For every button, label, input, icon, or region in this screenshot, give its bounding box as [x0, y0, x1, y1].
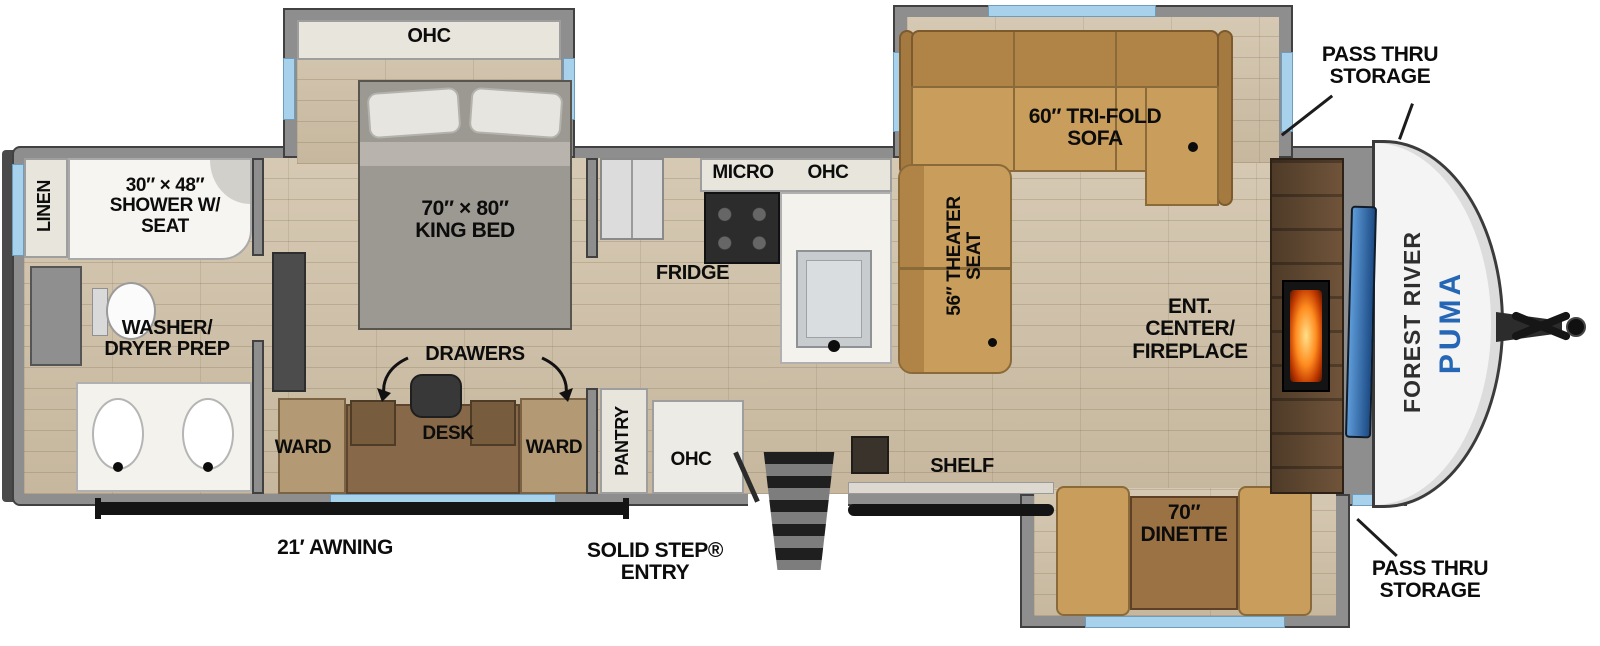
- desk-chair: [410, 374, 462, 418]
- awning-bar-end-right: [623, 498, 629, 519]
- ward-left-label: WARD: [274, 437, 332, 458]
- sofa-label: 60″ TRI-FOLD SOFA: [1028, 105, 1162, 151]
- pass-thru-bottom-label: PASS THRU STORAGE: [1371, 557, 1489, 603]
- sofa-slide-window-right: [1281, 52, 1293, 132]
- awning-bar: [95, 502, 629, 515]
- sofa-armrest-right: [1217, 30, 1233, 206]
- hitch-coupler: [1566, 317, 1586, 337]
- pass-thru-top-label: PASS THRU STORAGE: [1321, 43, 1439, 89]
- washer-dryer-label: WASHER/ DRYER PREP: [104, 317, 230, 361]
- dinette-slide-window-bottom: [1085, 616, 1285, 628]
- model-label: PUMA: [1434, 269, 1467, 375]
- fridge-label: FRIDGE: [655, 262, 730, 284]
- drawer-stack-right: [470, 400, 516, 446]
- desk-label: DESK: [422, 423, 474, 444]
- entry-steps: [763, 452, 835, 570]
- theater-seat-label: 56″ THEATER SEAT: [944, 196, 986, 316]
- fireplace-glow: [1290, 290, 1322, 382]
- entry-awning-bar: [848, 504, 1054, 516]
- bedroom-wall-lower: [586, 388, 598, 494]
- shelf-label: SHELF: [930, 455, 994, 477]
- bath-wall-lower: [252, 340, 264, 494]
- linen-label: LINEN: [34, 180, 54, 233]
- dinette-bench-right: [1238, 486, 1312, 616]
- pass-thru-bottom-line: [1356, 517, 1398, 558]
- drawers-arrows-icon: [377, 356, 573, 402]
- shower: [68, 158, 252, 260]
- sofa-slide-window-top: [988, 5, 1156, 17]
- stove: [704, 192, 780, 264]
- shower-label: 30″ × 48″ SHOWER W/ SEAT: [109, 175, 221, 237]
- kitchen-overhead-band: [700, 158, 892, 192]
- bed-pillow-right: [468, 86, 564, 140]
- fridge-door-line: [631, 160, 633, 238]
- pantry-label: PANTRY: [612, 406, 632, 476]
- storage-cube: [851, 436, 889, 474]
- sofa-back: [911, 30, 1219, 88]
- ohc-bottom-label: OHC: [670, 449, 712, 470]
- sofa-seat: [911, 86, 1147, 172]
- sofa-cushion-line-1: [1013, 32, 1015, 170]
- pantry-cabinet: [600, 388, 648, 494]
- wardrobe-left: [278, 398, 346, 494]
- washer-dryer-closet: [30, 266, 82, 366]
- vanity-sink-left: [92, 398, 144, 470]
- bedroom-overhead-cabinet: [297, 20, 561, 60]
- dinette-bench-left: [1056, 486, 1130, 616]
- brand-label: FOREST RIVER: [1399, 231, 1425, 413]
- kitchen-sink-basin: [806, 260, 862, 338]
- ward-right-label: WARD: [525, 437, 583, 458]
- faucet-left-icon: [113, 462, 123, 472]
- bath-wall-upper: [252, 158, 264, 256]
- awning-label: 21′ AWNING: [277, 536, 393, 559]
- linen-closet: [24, 158, 68, 258]
- sofa-chaise: [1145, 86, 1219, 206]
- vanity-sink-right: [182, 398, 234, 470]
- toilet-bowl: [106, 282, 156, 340]
- bed-pillow-left: [366, 86, 462, 140]
- drawer-stack-left: [350, 400, 396, 446]
- micro-label: MICRO: [712, 162, 774, 183]
- bedside-cabinet: [272, 252, 306, 392]
- bed-sheet-band: [360, 142, 570, 166]
- ohc-top-label: OHC: [807, 162, 849, 183]
- ohc-bedroom-label: OHC: [407, 25, 451, 47]
- sofa-recline-dot: [1188, 142, 1198, 152]
- sofa-cushion-line-2: [1115, 32, 1117, 170]
- entry-label: SOLID STEP® ENTRY: [587, 539, 723, 585]
- dinette-label: 70″ DINETTE: [1140, 501, 1228, 547]
- pass-thru-top-line-2: [1398, 103, 1414, 140]
- entry-cabinet: [652, 400, 744, 494]
- awning-bar-end-left: [95, 498, 101, 519]
- theater-recline-dot: [988, 338, 997, 347]
- dinette-table: [1130, 496, 1238, 610]
- bedroom-wall-upper: [586, 158, 598, 258]
- faucet-right-icon: [203, 462, 213, 472]
- bathroom-window: [12, 164, 24, 256]
- kitchen-faucet-icon: [828, 340, 840, 352]
- drawers-label: DRAWERS: [425, 343, 525, 365]
- theater-seat-divider: [900, 267, 1010, 270]
- bedroom-slide-window-left: [283, 58, 295, 120]
- ent-center-label: ENT. CENTER/ FIREPLACE: [1132, 295, 1248, 363]
- king-bed-label: 70″ × 80″ KING BED: [415, 197, 515, 243]
- shelf: [848, 482, 1054, 494]
